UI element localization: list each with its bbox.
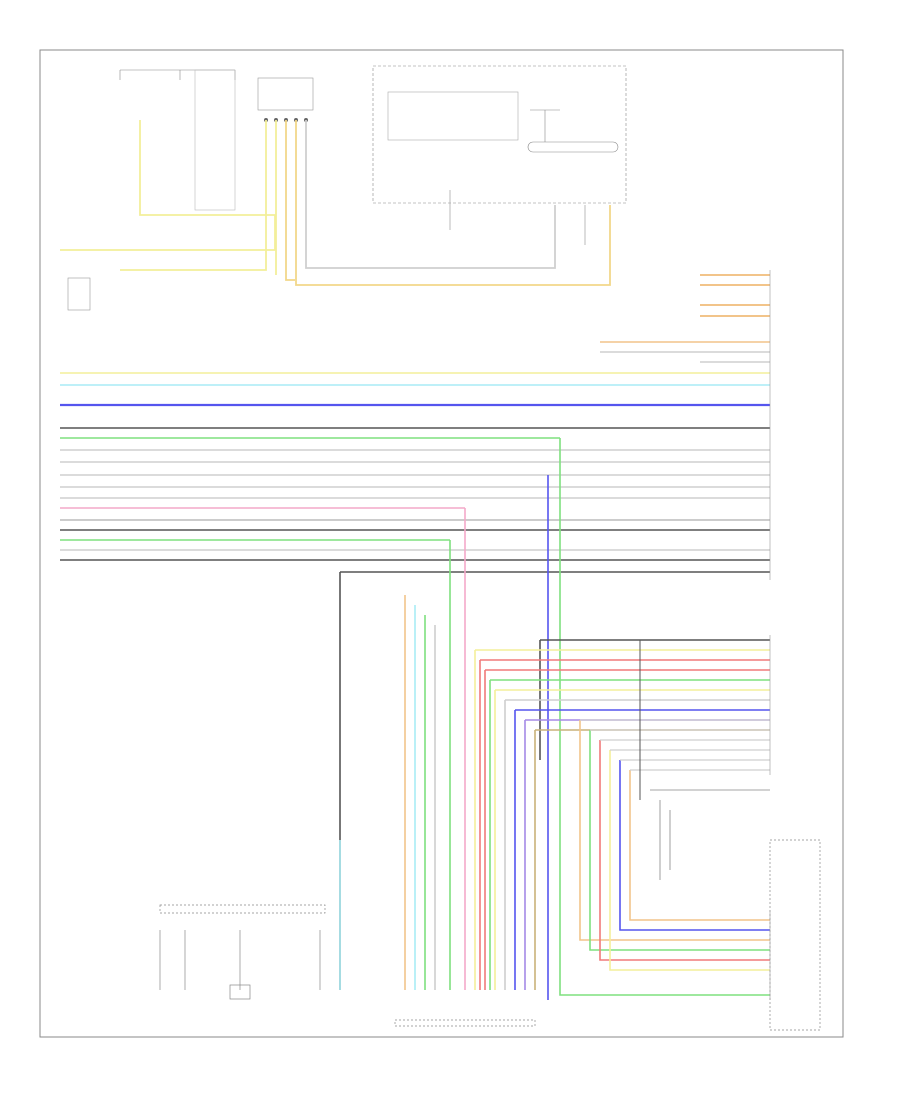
- top-left-component-group: [119, 69, 314, 211]
- left-small-component: [67, 277, 91, 311]
- right-connector-stubs: [600, 274, 770, 363]
- diagram-frame: [39, 49, 844, 1038]
- yellow-wire-group-top: [60, 120, 611, 286]
- vertical-drop-wires: [339, 438, 770, 1000]
- lower-right-bundle: [474, 639, 770, 990]
- top-module-box: [372, 65, 627, 204]
- main-harness-bus: [60, 372, 770, 573]
